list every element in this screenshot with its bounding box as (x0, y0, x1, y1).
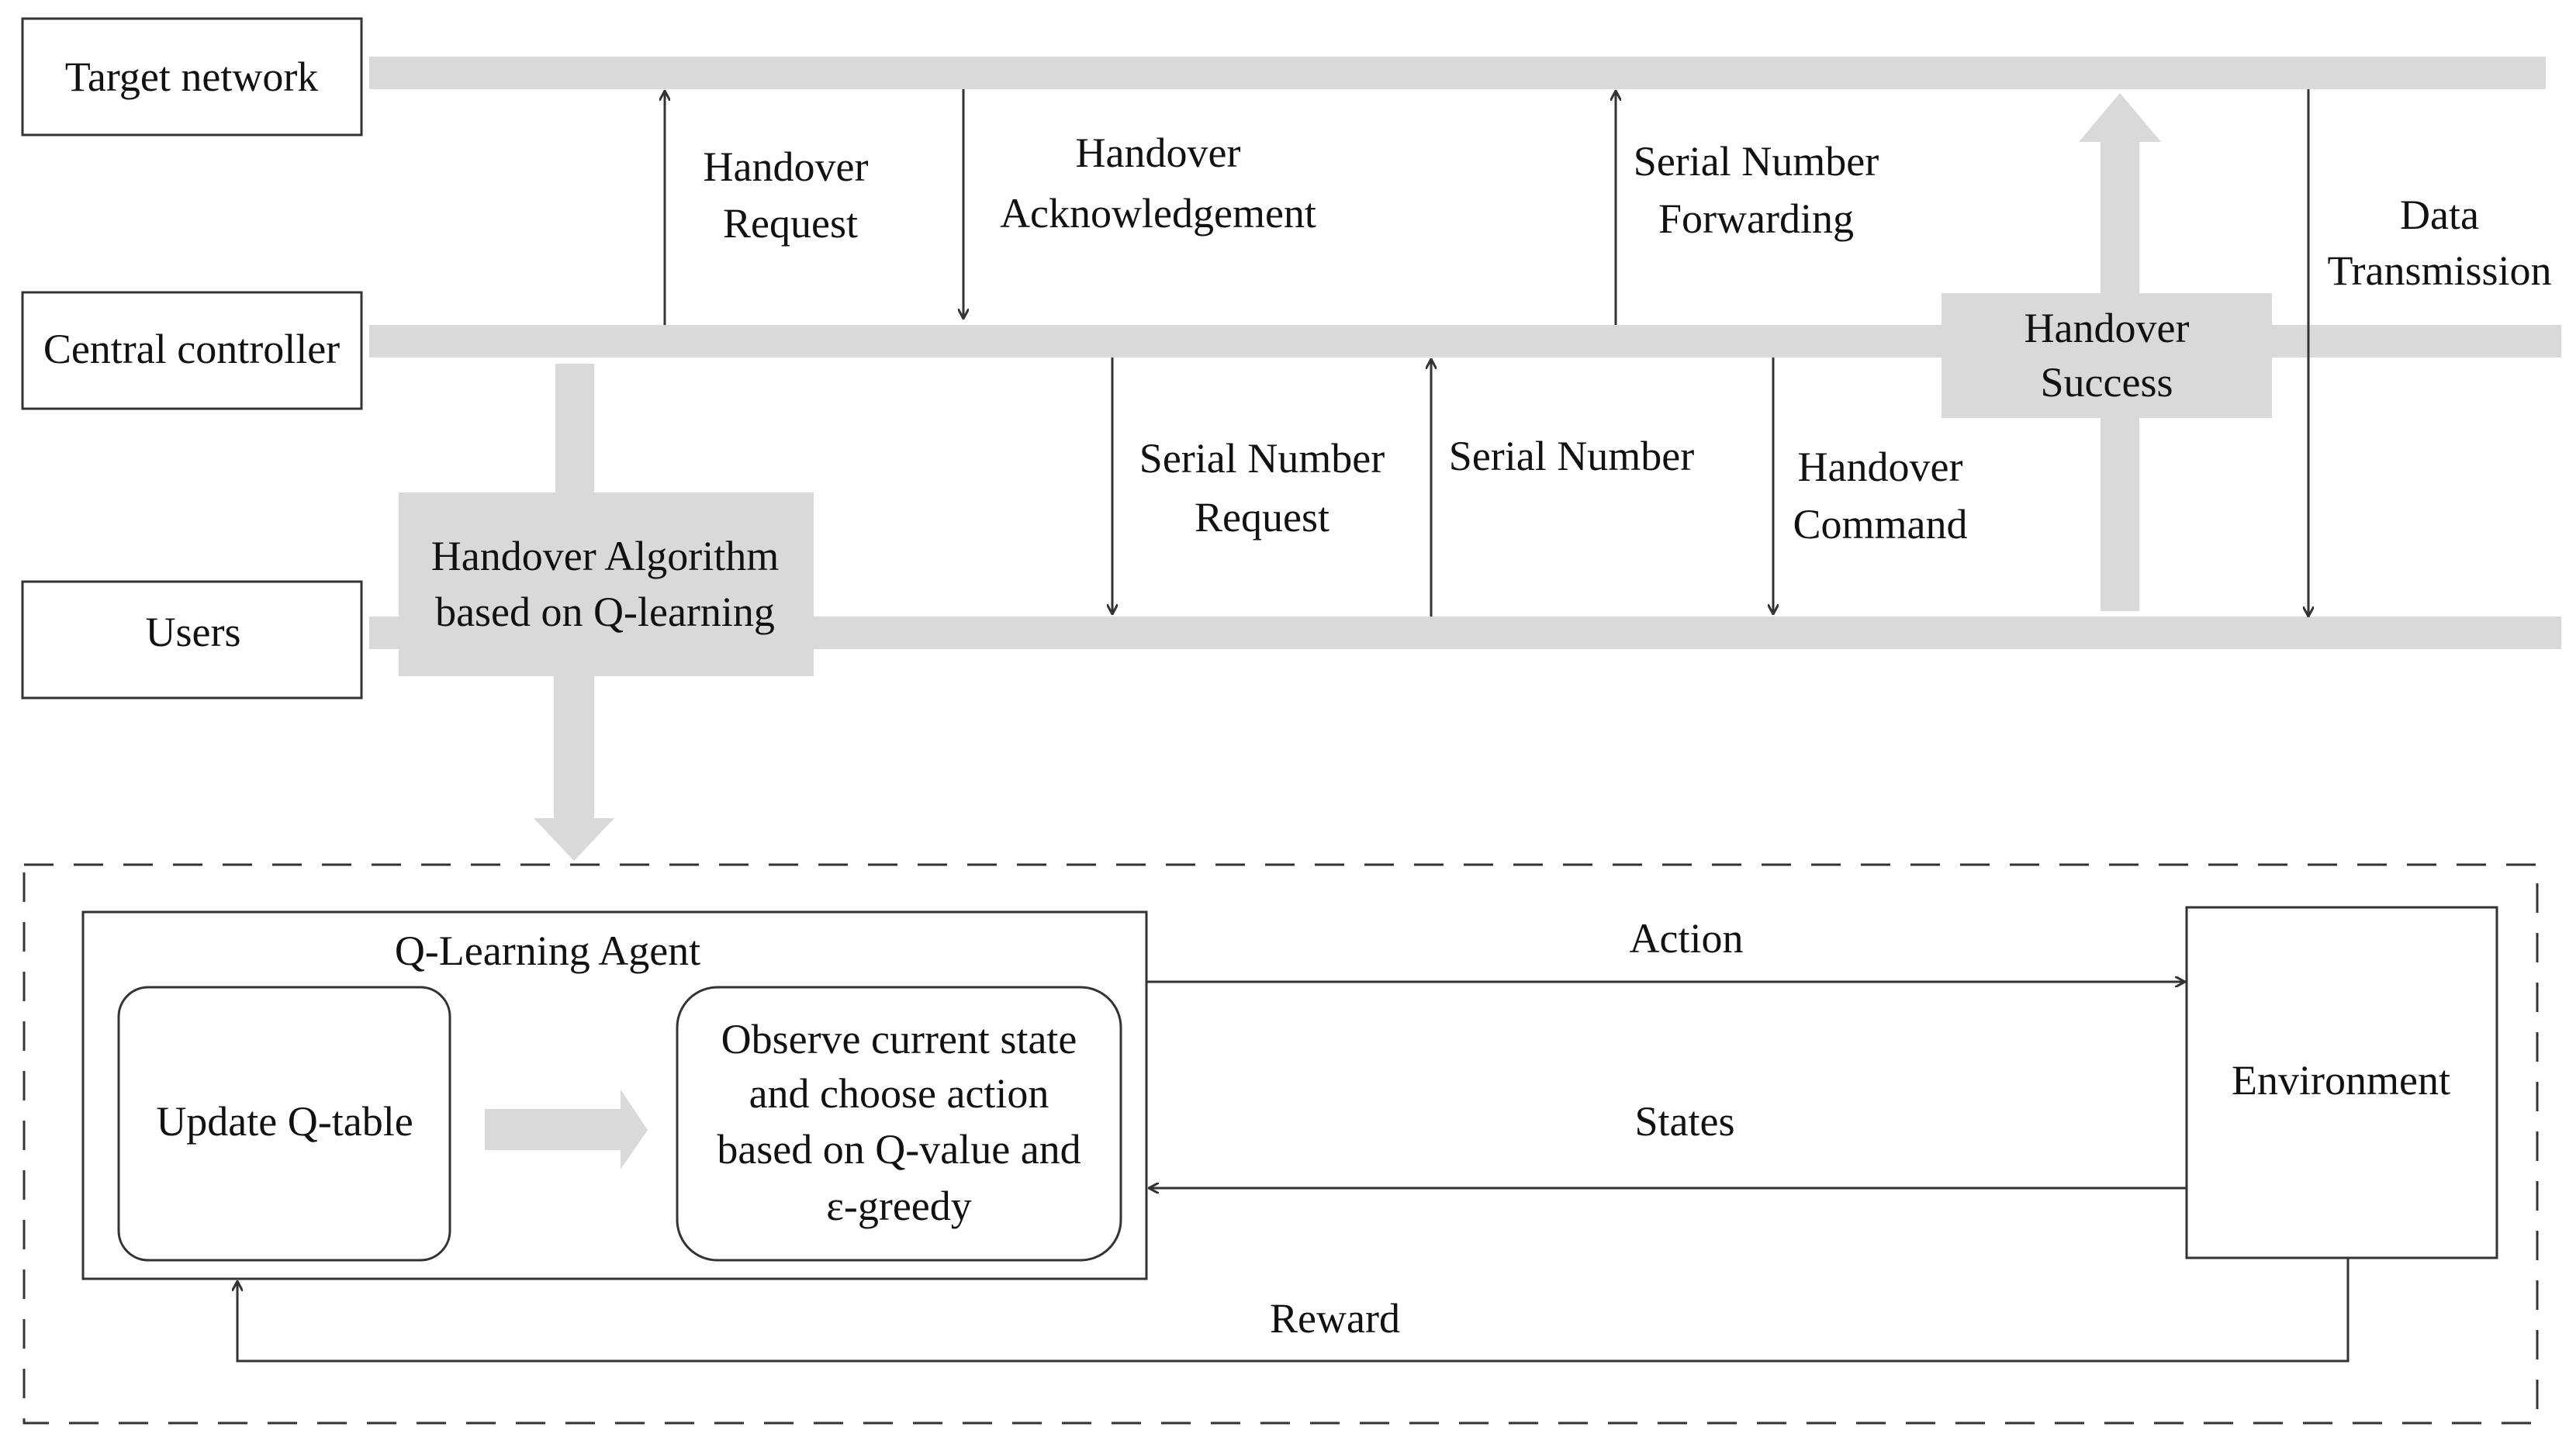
observe-line4: ε-greedy (826, 1183, 972, 1229)
serial-number-request-line1: Serial Number (1139, 435, 1385, 482)
algorithm-down-big-arrow (534, 676, 614, 861)
observe-line2: and choose action (749, 1070, 1049, 1117)
reward-arrow (237, 1258, 2350, 1363)
observe-line3: based on Q-value and (717, 1126, 1081, 1173)
handover-algorithm-line1: Handover Algorithm (431, 533, 779, 579)
handover-success-box: Handover Success (1942, 293, 2272, 418)
environment-label: Environment (2232, 1057, 2450, 1104)
update-qtable-label: Update Q-table (156, 1098, 413, 1145)
serial-number-forwarding-line2: Forwarding (1658, 195, 1854, 242)
agent-internal-big-arrow (485, 1090, 648, 1169)
handover-request-line1: Handover (704, 143, 869, 190)
algorithm-upper-bar (555, 364, 594, 494)
update-qtable-box: Update Q-table (117, 986, 451, 1262)
serial-number-forwarding-line1: Serial Number (1634, 138, 1879, 185)
target-network-lane (369, 57, 2546, 89)
handover-algorithm-box: Handover Algorithm based on Q-learning (399, 492, 814, 676)
serial-number-label: Serial Number (1449, 433, 1694, 479)
handover-algorithm-line2: based on Q-learning (435, 589, 775, 635)
handover-success-line1: Handover (2024, 305, 2190, 351)
data-transmission-line2: Transmission (2327, 247, 2551, 294)
data-transmission-line1: Data (2400, 192, 2479, 238)
handover-ack-line2: Acknowledgement (1000, 190, 1316, 237)
observe-choose-box: Observe current state and choose action … (676, 986, 1122, 1262)
handover-request-line2: Request (723, 200, 858, 247)
observe-line1: Observe current state (721, 1016, 1077, 1062)
target-network-label: Target network (65, 54, 319, 100)
states-label: States (1635, 1098, 1735, 1145)
action-label: Action (1630, 915, 1744, 962)
target-network-box: Target network (21, 17, 363, 136)
serial-number-request-line2: Request (1195, 494, 1329, 541)
handover-command-line2: Command (1793, 501, 1968, 548)
users-box: Users (21, 580, 363, 700)
handover-success-line2: Success (2041, 359, 2173, 406)
qlearning-agent-title: Q-Learning Agent (395, 928, 700, 974)
central-controller-box: Central controller (21, 291, 363, 410)
environment-box: Environment (2185, 906, 2498, 1259)
qlearning-dashed-frame (22, 863, 2539, 1425)
reward-label: Reward (1270, 1295, 1400, 1342)
users-label: Users (146, 609, 241, 655)
handover-command-line1: Handover (1798, 444, 1963, 490)
handover-ack-line1: Handover (1076, 130, 1241, 176)
central-controller-label: Central controller (43, 326, 340, 372)
